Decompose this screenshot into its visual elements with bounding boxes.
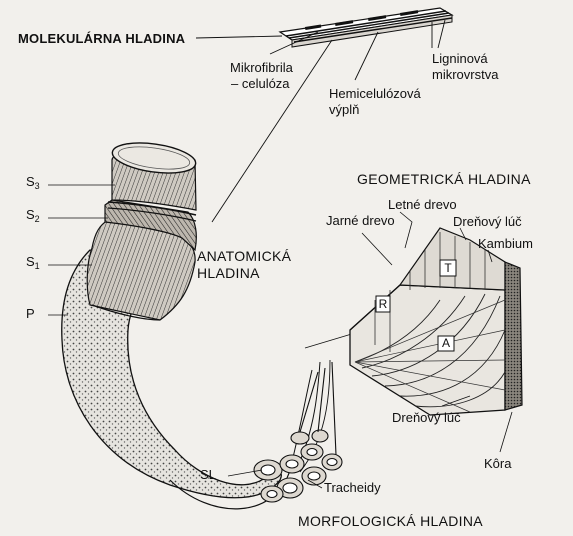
tracheid-cluster bbox=[253, 361, 343, 503]
geometric-level-title: GEOMETRICKÁ HLADINA bbox=[357, 171, 531, 187]
sl-label: SL bbox=[200, 467, 216, 482]
tangential-face-letter: T bbox=[444, 261, 452, 275]
lignin-label-2: mikrovrstva bbox=[432, 67, 499, 82]
anatomical-level-title-1: ANATOMICKÁ bbox=[197, 248, 292, 264]
ray-top-label: Dreňový lúč bbox=[453, 214, 522, 229]
p-label: P bbox=[26, 306, 35, 321]
ray-bottom-label: Dreňový lúč bbox=[392, 410, 461, 425]
radial-face-letter: R bbox=[378, 297, 388, 311]
wood-block bbox=[349, 227, 523, 416]
cambium-label: Kambium bbox=[478, 236, 533, 251]
molecular-strip bbox=[278, 7, 454, 48]
morphological-level-title: MORFOLOGICKÁ HLADINA bbox=[298, 513, 483, 529]
latewood-label: Letné drevo bbox=[388, 197, 457, 212]
molecular-level-title: MOLEKULÁRNA HLADINA bbox=[18, 31, 186, 46]
hemicellulose-label-2: výplň bbox=[329, 102, 360, 117]
microfibril-label-1: Mikrofibrila bbox=[230, 60, 293, 75]
bark-label: Kôra bbox=[484, 456, 512, 471]
microfibril-label-2: – celulóza bbox=[231, 76, 290, 91]
s2-label: S2 bbox=[26, 207, 40, 224]
lignin-label-1: Ligninová bbox=[432, 51, 488, 66]
axial-face-letter: A bbox=[441, 336, 450, 350]
tracheids-label: Tracheidy bbox=[324, 480, 381, 495]
s1-label: S1 bbox=[26, 254, 40, 271]
earlywood-label: Jarné drevo bbox=[326, 213, 395, 228]
s3-label: S3 bbox=[26, 174, 40, 191]
anatomical-level-title-2: HLADINA bbox=[197, 265, 260, 281]
tracheid-tube bbox=[61, 142, 331, 510]
hemicellulose-label-1: Hemicelulózová bbox=[329, 86, 421, 101]
